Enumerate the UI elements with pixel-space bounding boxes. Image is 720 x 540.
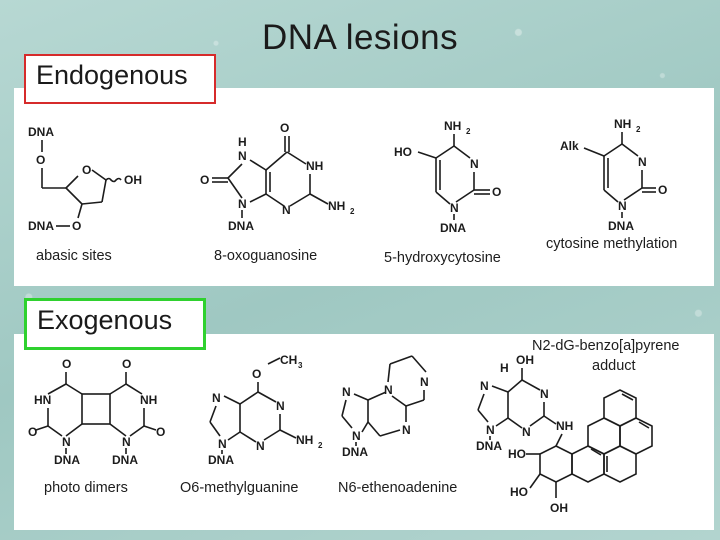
svg-text:N: N <box>282 203 291 217</box>
endogenous-label: Endogenous <box>24 54 216 104</box>
hydroxycytosine-caption: 5-hydroxycytosine <box>384 250 501 266</box>
svg-text:N: N <box>238 149 247 163</box>
svg-text:N: N <box>638 155 647 169</box>
svg-text:NH: NH <box>556 419 573 433</box>
svg-text:HO: HO <box>394 145 412 159</box>
svg-text:O: O <box>82 163 91 177</box>
svg-text:NH: NH <box>306 159 323 173</box>
exogenous-label: Exogenous <box>24 298 206 350</box>
svg-text:O: O <box>252 367 261 381</box>
photodimers-caption: photo dimers <box>44 480 128 496</box>
abasic-caption: abasic sites <box>36 248 112 264</box>
svg-text:N: N <box>522 425 531 439</box>
svg-text:3: 3 <box>298 361 303 370</box>
svg-text:HO: HO <box>510 485 528 499</box>
svg-text:N: N <box>618 199 627 213</box>
abasic-site-structure: DNA O O OH O DNA <box>28 125 142 233</box>
svg-text:O: O <box>28 425 37 439</box>
svg-text:N: N <box>122 435 131 449</box>
exogenous-panel <box>14 334 714 530</box>
svg-text:O: O <box>72 219 81 233</box>
svg-text:O: O <box>36 153 45 167</box>
oxoguanosine-caption: 8-oxoguanosine <box>214 248 318 264</box>
svg-text:O: O <box>62 357 71 371</box>
svg-text:N: N <box>342 385 351 399</box>
svg-text:N: N <box>470 157 479 171</box>
svg-text:O: O <box>280 121 289 135</box>
svg-text:O: O <box>122 357 131 371</box>
photodimer-structure: O O HN NH O O N N DNA DNA <box>28 357 165 467</box>
svg-text:DNA: DNA <box>28 125 54 139</box>
svg-text:N: N <box>352 429 361 443</box>
svg-text:N: N <box>450 201 459 215</box>
ethenoadenine-caption: N6-ethenoadenine <box>338 480 458 496</box>
bpde-caption-line2: adduct <box>592 358 636 374</box>
svg-text:N: N <box>238 197 247 211</box>
svg-text:N: N <box>62 435 71 449</box>
svg-text:NH: NH <box>296 433 313 447</box>
svg-text:O: O <box>200 173 209 187</box>
svg-text:DNA: DNA <box>476 439 502 453</box>
svg-text:DNA: DNA <box>112 453 138 467</box>
svg-text:O: O <box>492 185 501 199</box>
bpde-adduct-structure: OH H N N N N DNA NH HO HO OH <box>476 353 653 515</box>
svg-text:DNA: DNA <box>208 453 234 466</box>
endogenous-panel <box>14 88 714 286</box>
svg-text:N: N <box>276 399 285 413</box>
svg-text:N: N <box>420 375 429 389</box>
svg-text:DNA: DNA <box>440 221 466 235</box>
ethenoadenine-structure: N N N N N DNA <box>341 355 429 458</box>
svg-text:N: N <box>384 383 393 397</box>
svg-text:O: O <box>658 183 667 197</box>
svg-text:OH: OH <box>550 501 568 515</box>
svg-text:DNA: DNA <box>342 445 368 458</box>
svg-text:OH: OH <box>516 353 534 367</box>
svg-text:2: 2 <box>466 127 471 136</box>
svg-text:H: H <box>500 361 509 375</box>
svg-text:N: N <box>402 423 411 437</box>
svg-text:DNA: DNA <box>54 453 80 467</box>
svg-text:NH: NH <box>614 117 631 131</box>
svg-text:NH: NH <box>328 199 345 213</box>
svg-text:CH: CH <box>280 353 297 367</box>
svg-text:NH: NH <box>444 119 461 133</box>
svg-text:DNA: DNA <box>28 219 54 233</box>
svg-text:OH: OH <box>124 173 142 187</box>
svg-text:NH: NH <box>140 393 157 407</box>
svg-text:HO: HO <box>508 447 526 461</box>
page-title: DNA lesions <box>262 18 459 57</box>
svg-text:N: N <box>212 391 221 405</box>
hydroxycytosine-structure: NH 2 N O N HO DNA <box>394 119 501 235</box>
methylcytosine-structure: NH 2 N O N Alk DNA <box>560 117 667 233</box>
methylguanine-caption: O6-methylguanine <box>180 480 299 496</box>
svg-text:N: N <box>256 439 265 453</box>
svg-text:N: N <box>480 379 489 393</box>
svg-text:H: H <box>238 135 247 149</box>
methylation-caption: cytosine methylation <box>546 236 678 252</box>
svg-text:O: O <box>156 425 165 439</box>
svg-text:2: 2 <box>350 207 355 216</box>
svg-text:2: 2 <box>318 441 323 450</box>
svg-text:N: N <box>486 423 495 437</box>
oxoguanosine-structure: O NH NH 2 N H N O N DNA <box>200 121 355 233</box>
svg-text:HN: HN <box>34 393 51 407</box>
svg-text:N: N <box>540 387 549 401</box>
svg-text:Alk: Alk <box>560 139 579 153</box>
svg-text:N: N <box>218 437 227 451</box>
svg-text:DNA: DNA <box>608 219 634 233</box>
svg-text:2: 2 <box>636 125 641 134</box>
bpde-caption-line1: N2-dG-benzo[a]pyrene <box>532 338 680 354</box>
svg-text:DNA: DNA <box>228 219 254 233</box>
